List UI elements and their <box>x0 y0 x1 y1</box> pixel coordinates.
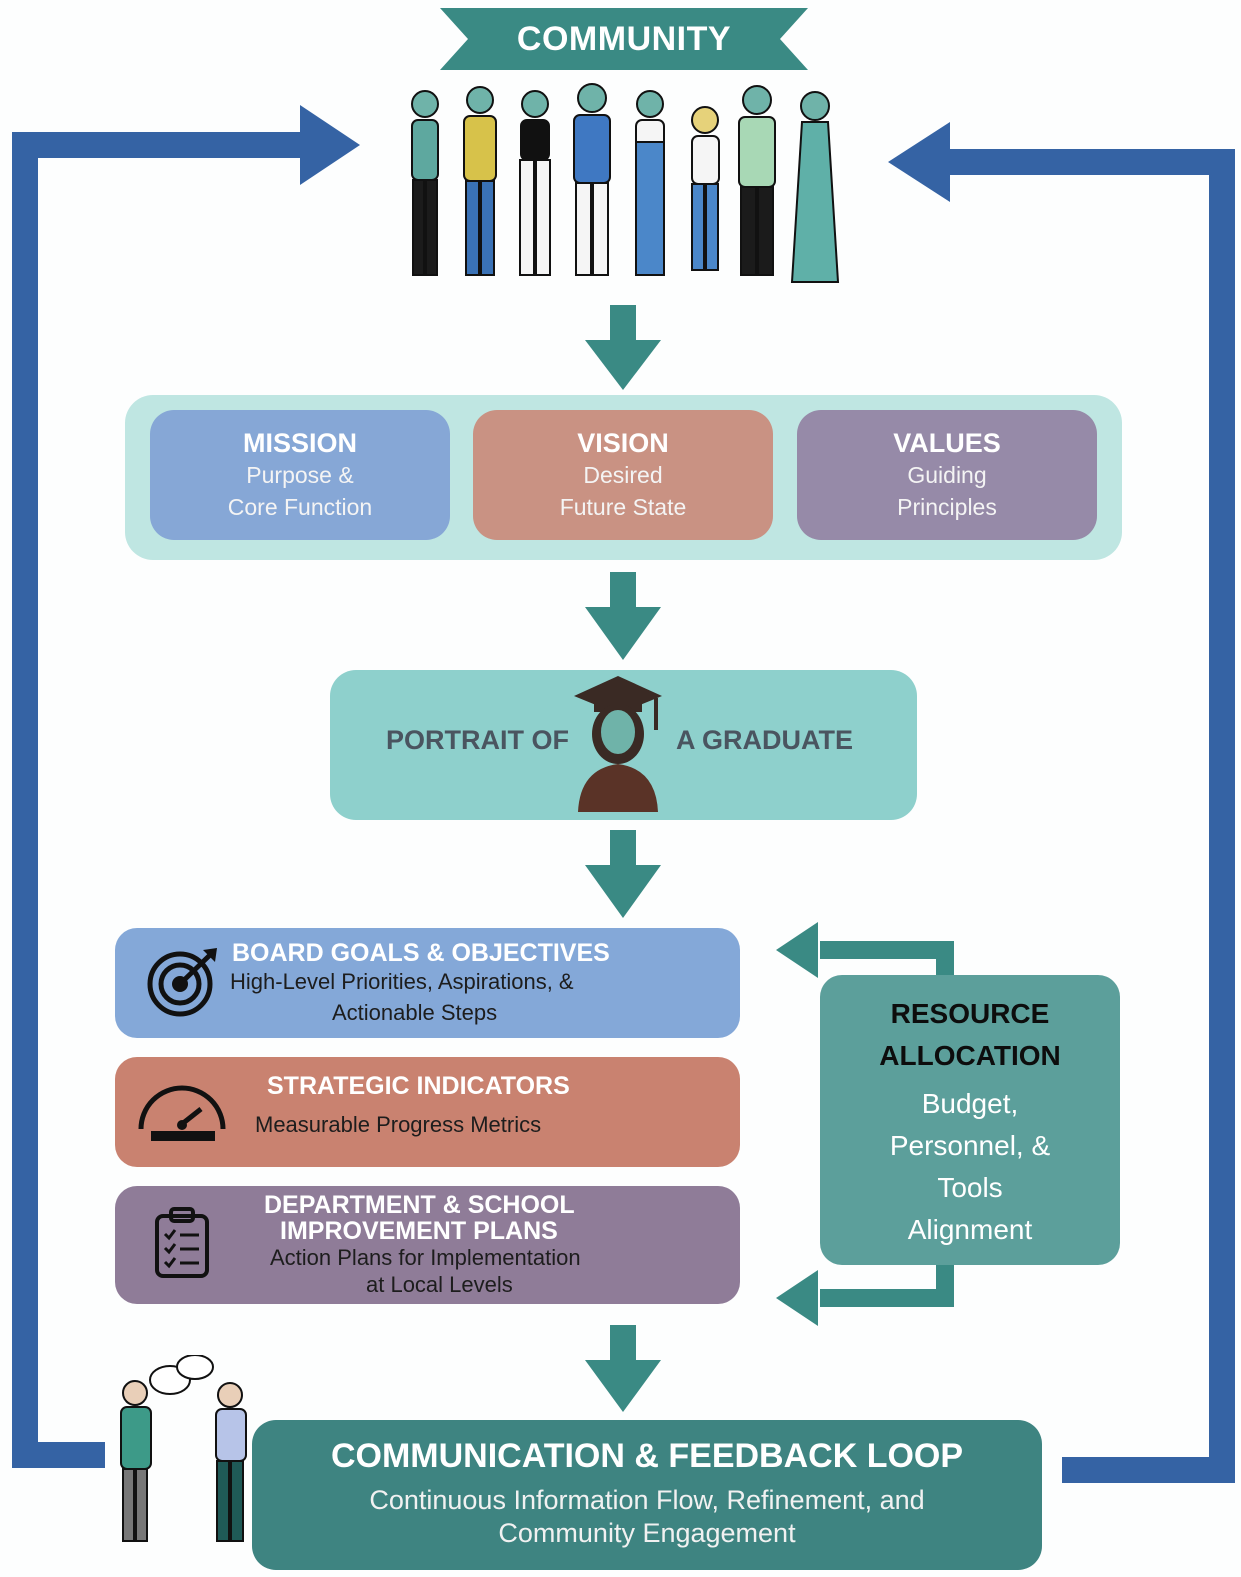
people-group-icon <box>411 83 840 283</box>
community-label: COMMUNITY <box>516 20 732 58</box>
vision-line2: Future State <box>559 494 687 520</box>
community-banner: COMMUNITY <box>440 8 808 70</box>
banner-ribbon-icon <box>440 8 808 70</box>
page-title-fragment <box>20 0 400 10</box>
down-arrows <box>585 305 661 1412</box>
strategic-indicators-title: STRATEGIC INDICATORS <box>267 1072 570 1100</box>
resource-line3: Tools <box>937 1172 1003 1203</box>
strategic-indicators-text: STRATEGIC INDICATORS Measurable Progress… <box>255 1073 725 1140</box>
department-plans-line1: Action Plans for Implementation <box>270 1245 581 1270</box>
feedback-line2: Community Engagement <box>498 1518 796 1548</box>
board-goals-text: BOARD GOALS & OBJECTIVES High-Level Prio… <box>230 940 730 1028</box>
department-plans-text: DEPARTMENT & SCHOOL IMPROVEMENT PLANS Ac… <box>260 1192 730 1298</box>
communication-feedback-box: COMMUNICATION & FEEDBACK LOOP Continuous… <box>252 1420 1042 1570</box>
target-icon <box>147 948 217 1017</box>
portrait-right-text: A GRADUATE <box>676 725 853 755</box>
mission-line1: Purpose & <box>246 462 354 488</box>
resource-line2: Personnel, & <box>889 1130 1051 1161</box>
graduate-icon <box>574 676 662 812</box>
portrait-of-graduate-box: PORTRAIT OF A GRADUATE <box>330 670 917 820</box>
values-line1: Guiding <box>907 462 987 488</box>
strategic-indicators-box: STRATEGIC INDICATORS Measurable Progress… <box>115 1057 740 1167</box>
department-plans-line2: at Local Levels <box>366 1272 513 1297</box>
department-plans-title2: IMPROVEMENT PLANS <box>280 1217 558 1245</box>
values-box: VALUES Guiding Principles <box>797 410 1097 540</box>
vision-box: VISION Desired Future State <box>473 410 773 540</box>
mission-vision-values-band: MISSION Purpose & Core Function VISION D… <box>125 395 1122 560</box>
right-loop-arrow <box>888 122 1235 1483</box>
board-goals-box: BOARD GOALS & OBJECTIVES High-Level Prio… <box>115 928 740 1038</box>
mission-title: MISSION <box>242 428 357 458</box>
board-goals-line1: High-Level Priorities, Aspirations, & <box>230 969 574 994</box>
gauge-icon <box>138 1085 226 1141</box>
vision-line1: Desired <box>583 462 663 488</box>
resource-title1: RESOURCE <box>890 998 1050 1029</box>
department-plans-title1: DEPARTMENT & SCHOOL <box>264 1191 575 1219</box>
resource-line4: Alignment <box>907 1214 1033 1245</box>
conversation-icon <box>120 1355 247 1542</box>
board-goals-title: BOARD GOALS & OBJECTIVES <box>232 939 610 967</box>
department-plans-box: DEPARTMENT & SCHOOL IMPROVEMENT PLANS Ac… <box>115 1186 740 1304</box>
mission-line2: Core Function <box>227 494 373 520</box>
strategic-indicators-line1: Measurable Progress Metrics <box>255 1112 542 1137</box>
clipboard-icon <box>155 1207 209 1278</box>
values-line2: Principles <box>897 494 997 520</box>
resource-title2: ALLOCATION <box>879 1040 1061 1071</box>
vision-title: VISION <box>577 428 669 458</box>
resource-arrows <box>776 922 954 1326</box>
portrait-left-text: PORTRAIT OF <box>386 725 569 755</box>
feedback-line1: Continuous Information Flow, Refinement,… <box>369 1485 925 1515</box>
values-title: VALUES <box>893 428 1001 458</box>
left-loop-arrow <box>12 105 360 1468</box>
board-goals-line2: Actionable Steps <box>332 1000 498 1025</box>
mission-box: MISSION Purpose & Core Function <box>150 410 450 540</box>
feedback-title: COMMUNICATION & FEEDBACK LOOP <box>330 1437 964 1475</box>
resource-line1: Budget, <box>921 1088 1019 1119</box>
resource-allocation-box: RESOURCE ALLOCATION Budget, Personnel, &… <box>820 975 1120 1265</box>
